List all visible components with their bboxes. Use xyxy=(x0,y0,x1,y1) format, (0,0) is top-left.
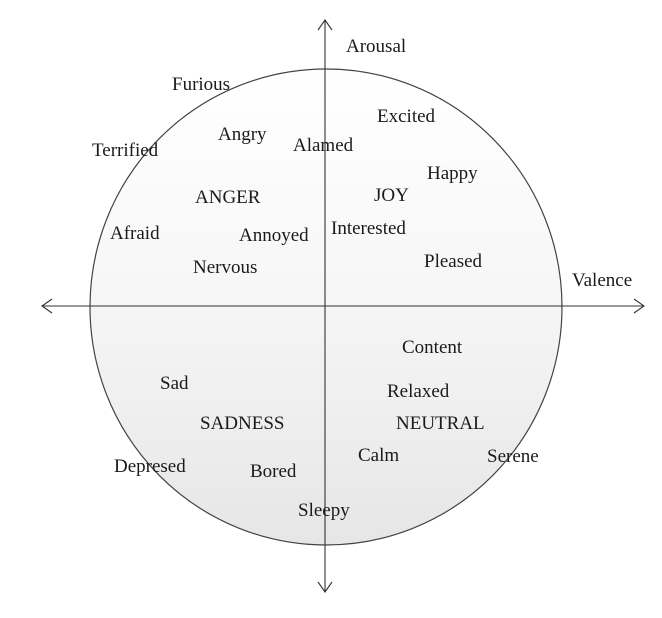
quadrant-label-neutral: NEUTRAL xyxy=(396,413,485,434)
emotion-label-pleased: Pleased xyxy=(424,251,483,272)
emotion-circle xyxy=(89,68,563,546)
emotion-label-sleepy: Sleepy xyxy=(298,500,350,521)
valence-axis xyxy=(41,298,645,314)
emotion-label-sad: Sad xyxy=(160,373,189,394)
emotion-label-serene: Serene xyxy=(487,446,539,467)
quadrant-label-anger: ANGER xyxy=(195,187,261,208)
emotion-label-annoyed: Annoyed xyxy=(239,225,309,246)
emotion-label-furious: Furious xyxy=(172,74,230,95)
valence-right-arrowhead xyxy=(633,298,645,314)
emotion-label-content: Content xyxy=(402,337,463,358)
emotion-label-terrified: Terrified xyxy=(92,140,159,161)
quadrant-label-sadness: SADNESS xyxy=(200,413,284,434)
emotion-label-interested: Interested xyxy=(331,218,406,239)
arousal-top-arrowhead xyxy=(317,19,333,31)
arousal-bottom-arrowhead xyxy=(317,581,333,593)
emotion-label-afraid: Afraid xyxy=(110,223,160,244)
emotion-label-angry: Angry xyxy=(218,124,267,145)
emotion-label-bored: Bored xyxy=(250,461,297,482)
emotion-label-happy: Happy xyxy=(427,163,478,184)
valence-axis-label: Valence xyxy=(572,270,632,291)
arousal-axis-label: Arousal xyxy=(346,36,406,57)
emotion-label-nervous: Nervous xyxy=(193,257,257,278)
emotion-label-alamed: Alamed xyxy=(293,135,354,156)
valence-left-arrowhead xyxy=(41,298,53,314)
emotion-label-calm: Calm xyxy=(358,445,399,466)
arousal-axis xyxy=(317,19,333,593)
emotion-label-depresed: Depresed xyxy=(114,456,186,477)
quadrant-label-joy: JOY xyxy=(374,185,409,206)
emotion-label-relaxed: Relaxed xyxy=(387,381,450,402)
emotion-label-excited: Excited xyxy=(377,106,436,127)
